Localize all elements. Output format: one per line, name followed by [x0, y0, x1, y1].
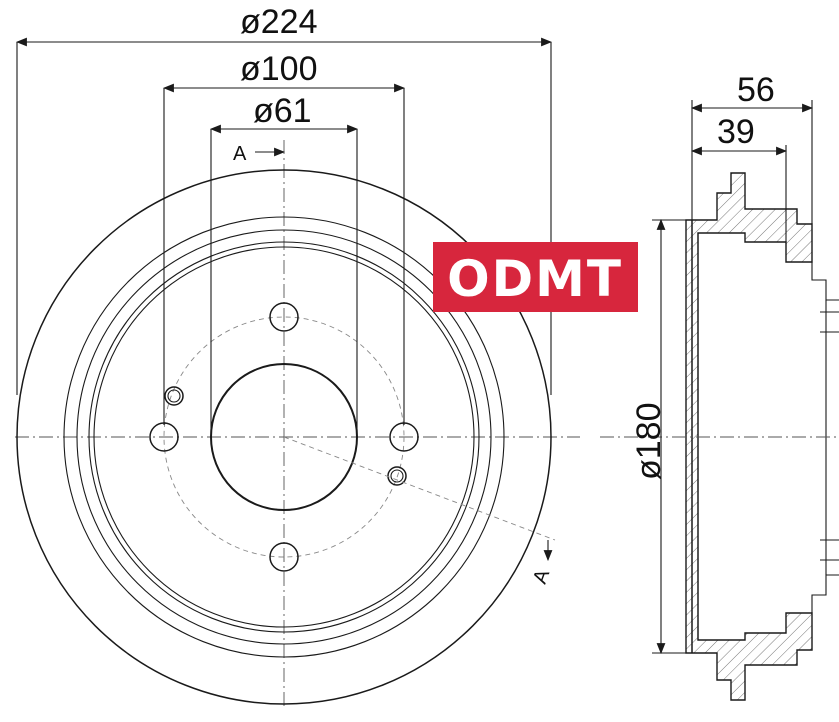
dim-flange-height: 39	[717, 113, 755, 151]
rim-open-bottom	[811, 574, 839, 613]
section-wall-hatch	[685, 172, 813, 701]
front-dimensions: ø224 ø100 ø61	[15, 3, 553, 437]
dim-center-bore: ø61	[253, 92, 312, 130]
logo-text: ODMT	[447, 250, 623, 308]
rim-step-circle-2	[76, 229, 492, 645]
logo-background	[433, 242, 638, 312]
front-view: A A	[15, 140, 580, 710]
locating-hole-2-inner	[390, 469, 404, 483]
dim-bolt-circle: ø100	[240, 50, 318, 88]
inner-braking-edge	[93, 246, 475, 628]
section-label-top: A	[233, 143, 247, 165]
locating-hole-1-inner	[167, 389, 181, 403]
outer-rim-circle	[16, 169, 552, 705]
dim-inner-diameter: ø180	[630, 403, 668, 481]
section-line	[283, 436, 556, 541]
bolt-hole-bottom	[269, 542, 299, 572]
bolt-circle	[163, 316, 405, 558]
rim-open-top	[811, 262, 839, 301]
locating-hole-2	[387, 466, 407, 486]
side-view: ø180 56 39	[600, 71, 839, 701]
locating-hole-1	[164, 386, 184, 406]
inner-braking-circle	[88, 241, 480, 633]
odmt-logo: ODMT	[433, 242, 638, 312]
rim-step-circle-1	[63, 216, 505, 658]
bolt-hole-top	[269, 302, 299, 332]
dim-total-height: 56	[737, 71, 775, 109]
section-label-bottom: A	[529, 566, 554, 587]
dim-outer-diameter: ø224	[240, 3, 318, 41]
